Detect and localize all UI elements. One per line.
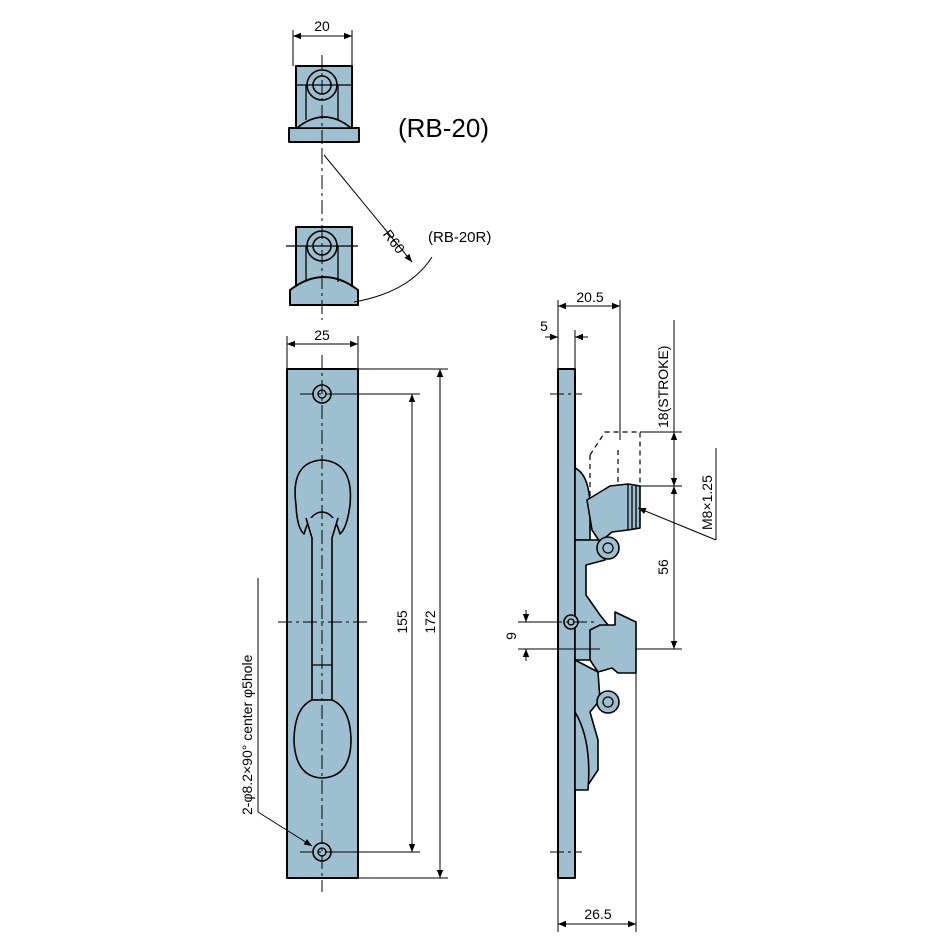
front-view-plate [278,355,368,892]
model-label-main: (RB-20) [398,113,489,143]
side-latch-block [589,611,637,674]
dim-bolt-to-knob: 56 [636,486,682,650]
dim-hole-pitch: 155 [332,393,420,853]
dim-side-offset: 20.5 [557,289,621,440]
hole-note-callout: 2-φ8.2×90° center φ5hole [239,578,313,847]
dim-plate-width: 25 [286,327,359,369]
dim-stroke: 18(STROKE) [640,320,682,487]
dim-overall-depth-text: 26.5 [584,906,611,922]
model-label-alt: (RB-20R) [428,229,491,246]
dim-side-offset-text: 20.5 [576,289,603,305]
radius-callout: R60 (RB-20R) [323,154,491,303]
dim-stroke-text: 18(STROKE) [655,346,671,428]
dim-top-width: 20 [292,18,353,66]
hole-note-text: 2-φ8.2×90° center φ5hole [239,654,255,815]
dim-plate-thickness: 5 [540,318,588,369]
dim-overall-depth: 26.5 [557,673,637,932]
side-view [548,368,641,879]
side-bump-lower [574,711,590,791]
thread-callout: M8×1.25 [637,448,717,541]
top-view-rb20 [288,55,360,150]
dim-hole-pitch-text: 155 [394,610,410,634]
side-knob-bottom [596,690,620,714]
dim-knob-offset-text: 9 [503,632,519,640]
dim-knob-offset: 9 [503,610,600,661]
side-body-top [574,467,592,541]
side-bolt-head [586,483,641,543]
dim-plate-width-text: 25 [314,327,330,343]
dim-bolt-to-knob-text: 56 [655,559,671,575]
middle-view-rb20r [286,150,359,320]
dim-overall-length: 172 [358,368,448,879]
thread-text: M8×1.25 [699,475,715,530]
top-view-base [288,127,360,143]
side-stroke-hidden [589,431,641,486]
middle-view-base [289,276,359,306]
side-knob-top [596,536,620,560]
dim-overall-length-text: 172 [422,610,438,634]
dim-top-width-text: 20 [314,18,330,34]
dim-plate-thickness-text: 5 [540,318,548,334]
